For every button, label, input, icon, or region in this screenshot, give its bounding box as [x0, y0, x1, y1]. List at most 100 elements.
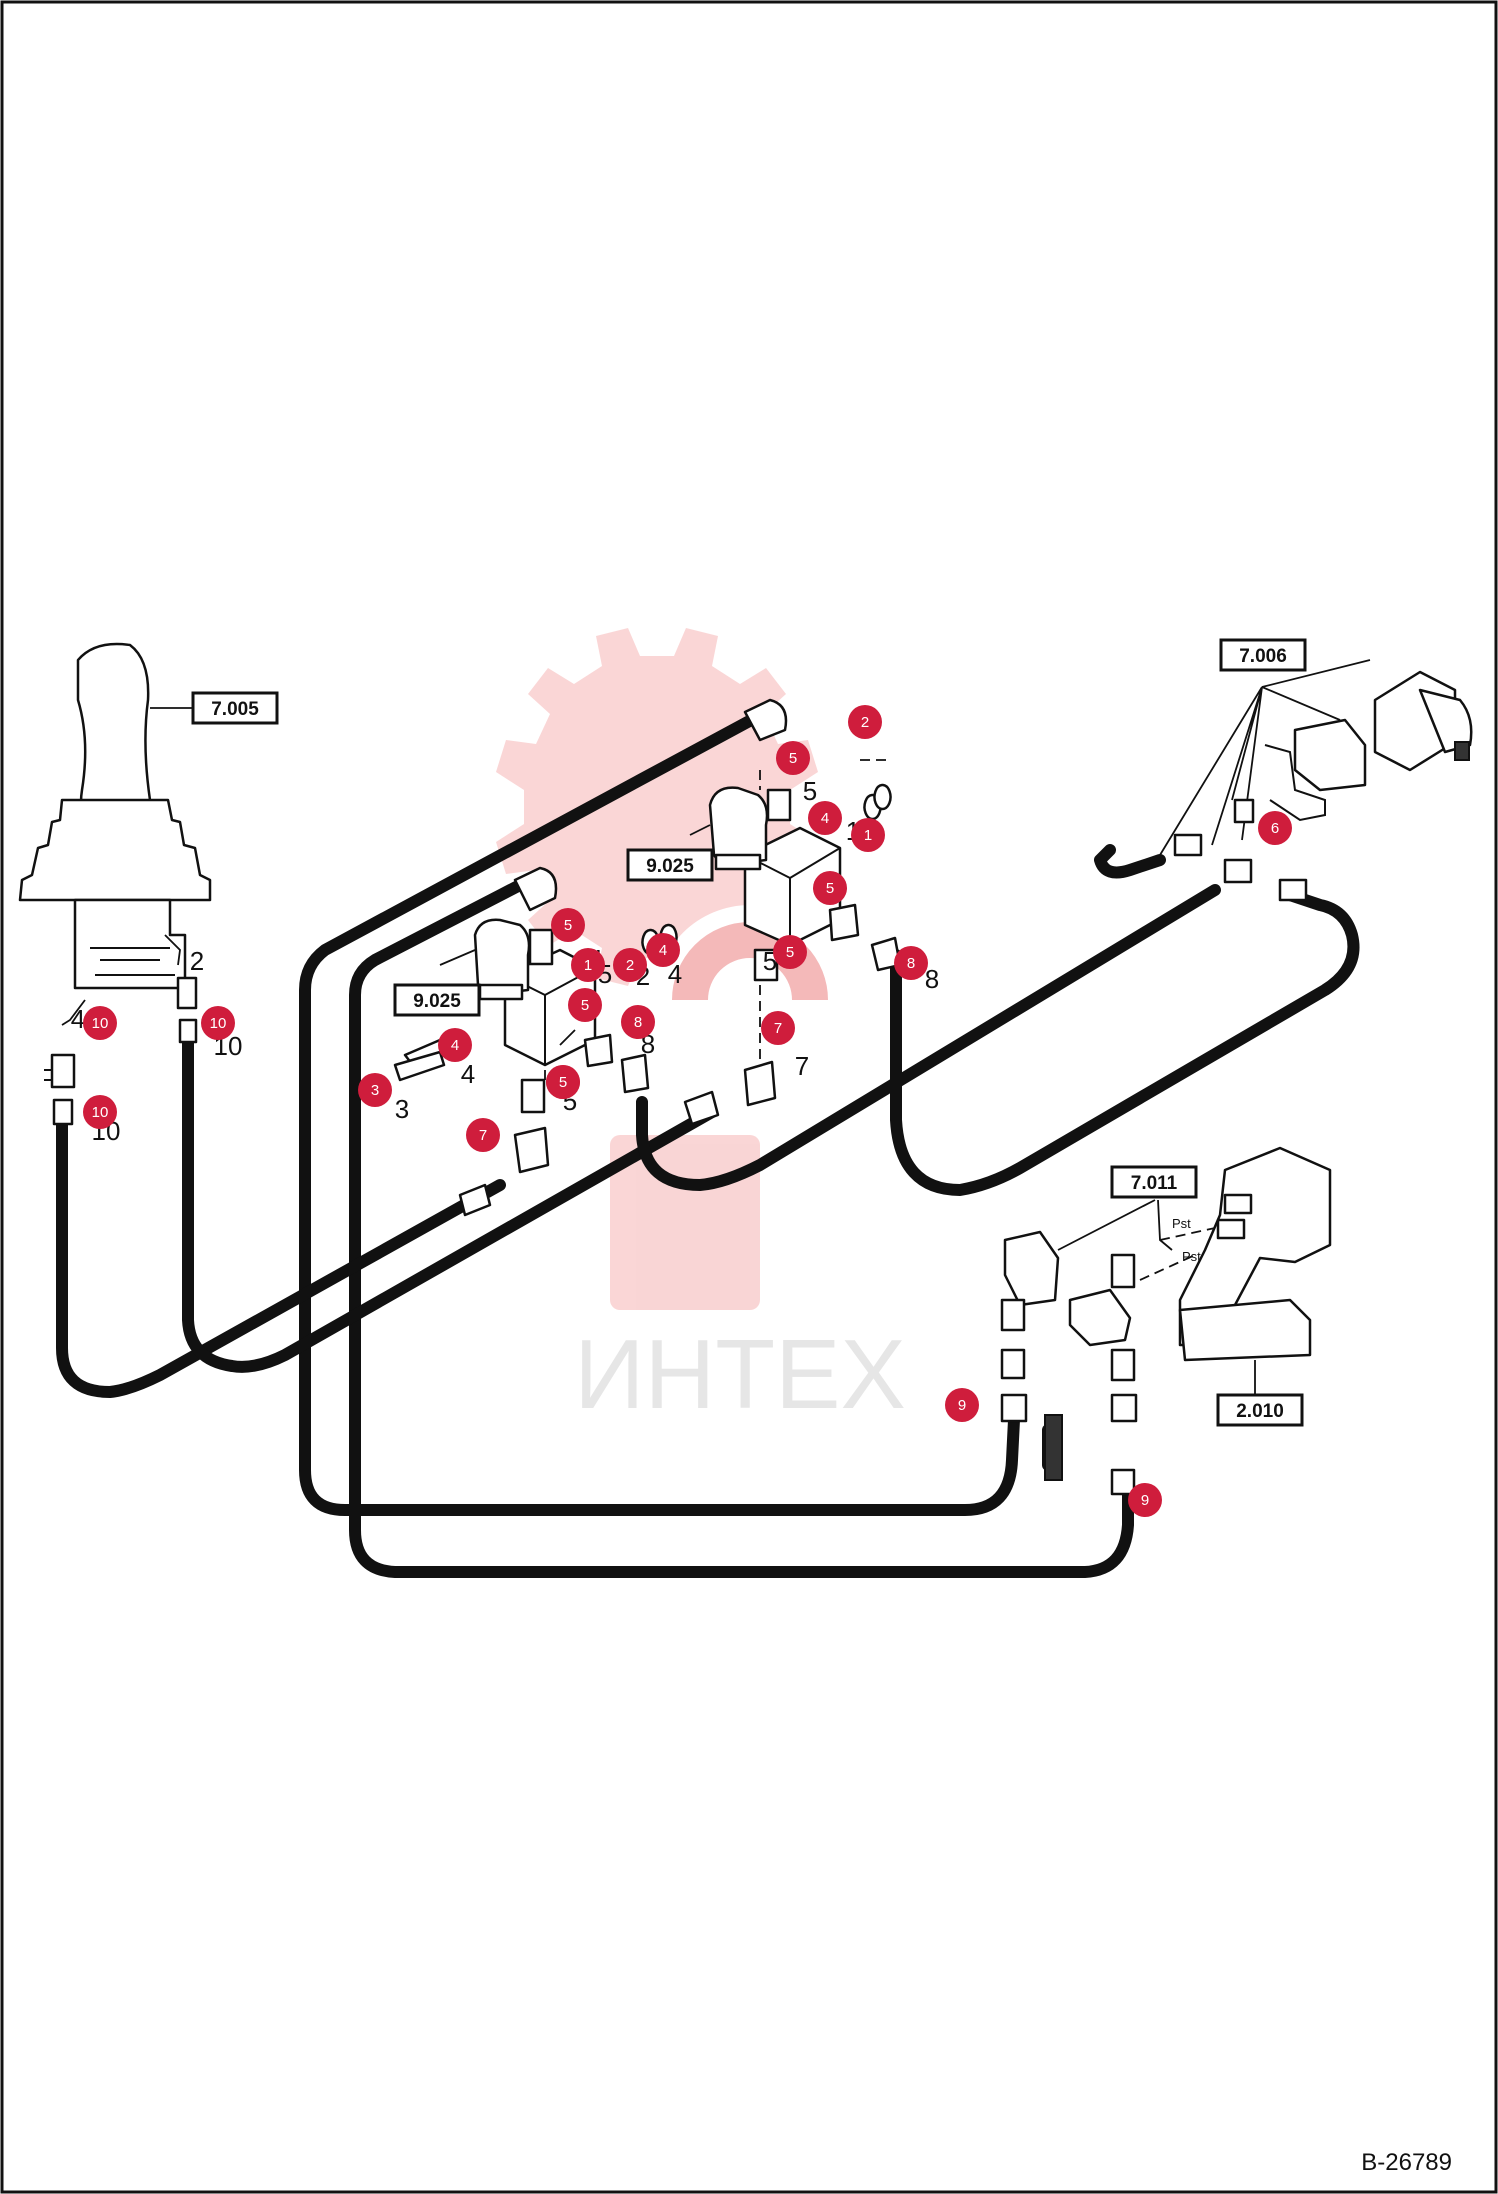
pn-4-b: 4 — [668, 959, 682, 989]
callout-badge-5: 5 — [773, 935, 807, 969]
solenoid-right-cap — [714, 853, 762, 871]
fitting-stack-right-b — [1110, 1348, 1136, 1382]
ref-7005-box — [191, 691, 279, 725]
fitting-tee-right — [1068, 1288, 1132, 1347]
pn-2: 2 — [190, 946, 204, 976]
elbow-top — [743, 698, 788, 742]
callout-badge-circle — [571, 948, 605, 982]
pn-8-b: 8 — [925, 964, 939, 994]
ref-7006-label: 7.006 — [1239, 646, 1287, 667]
joystick-base — [73, 898, 187, 990]
fitting-5-side — [583, 1033, 614, 1068]
callout-badge-10: 10 — [83, 1006, 117, 1040]
ref-2010-label: 2.010 — [1236, 1401, 1284, 1422]
callout-badge-6: 6 — [1258, 811, 1292, 845]
elbow-7-right — [743, 1060, 777, 1107]
hose-joystick-right — [182, 1024, 718, 1373]
callout-badge-circle — [1128, 1483, 1162, 1517]
fitting-3 — [393, 1050, 446, 1082]
callout-badge-5: 5 — [813, 871, 847, 905]
reference-boxes: 7.005 7.006 9.025 9.025 7.011 2.010 — [150, 638, 1307, 1427]
fitting-7006-hose-coil — [1094, 844, 1166, 879]
hose-right-loop — [890, 889, 1360, 1196]
pn-4-c: 4 — [461, 1059, 475, 1089]
callout-badge-5: 5 — [551, 908, 585, 942]
callout-badges: 1010105124558435754125578699 — [83, 705, 1292, 1517]
callout-badge-circle — [621, 1005, 655, 1039]
pn-3: 3 — [395, 1094, 409, 1124]
fitting-7006-b — [1223, 858, 1253, 884]
callout-badge-circle — [466, 1118, 500, 1152]
callout-badge-label: 10 — [92, 1104, 109, 1121]
ref-7005-label: 7.005 — [211, 699, 259, 720]
hose-outer-loop-a — [299, 712, 1020, 1516]
callout-badge-8: 8 — [621, 1005, 655, 1039]
callout-badge-10: 10 — [83, 1095, 117, 1129]
callout-badge-10: 10 — [201, 1006, 235, 1040]
ref-9025a-box — [626, 848, 714, 882]
fitting-5-mid — [753, 948, 779, 982]
callout-badge-label: 4 — [451, 1037, 459, 1054]
lead-7011 — [1057, 1199, 1173, 1251]
solenoid-left-cap — [478, 983, 524, 1001]
callout-badge-label: 8 — [634, 1014, 642, 1031]
fitting-5-top — [766, 788, 792, 822]
fitting-stack-right-d — [1110, 1468, 1136, 1496]
pn-4: 4 — [71, 1004, 85, 1034]
callout-badge-circle — [438, 1028, 472, 1062]
callout-badge-circle — [646, 933, 680, 967]
pump-base — [1178, 1298, 1312, 1362]
callout-badge-label: 5 — [786, 944, 794, 961]
pn-7: 7 — [795, 1051, 809, 1081]
fitting-5-left — [528, 928, 554, 966]
callout-badge-label: 5 — [581, 997, 589, 1014]
fitting-7006-c — [1278, 878, 1308, 902]
fitting-tee-left — [1003, 1230, 1060, 1307]
callout-badge-1: 1 — [571, 948, 605, 982]
callout-badge-label: 7 — [479, 1127, 487, 1144]
port-label-pst-1: Pst — [1172, 1216, 1191, 1231]
pump-fitting-a — [1223, 1193, 1253, 1215]
callout-badge-circle — [813, 871, 847, 905]
callout-badge-2: 2 — [848, 705, 882, 739]
watermark-text: ИНТЕХ — [574, 1319, 906, 1429]
valve-7006-bracket — [1264, 744, 1326, 822]
joystick-handle — [76, 642, 152, 827]
washer-4-top-b — [873, 783, 892, 811]
callout-badge-label: 8 — [907, 955, 915, 972]
callout-badge-label: 9 — [1141, 1492, 1149, 1509]
ref-2010-box — [1216, 1393, 1304, 1427]
callout-badge-label: 3 — [371, 1082, 379, 1099]
ref-7006-box — [1219, 638, 1307, 672]
pump-fitting-b — [1216, 1218, 1246, 1240]
valve-block-right — [689, 786, 842, 947]
valve-7006-knob — [1454, 741, 1470, 761]
hose-outer-loop-b — [349, 879, 1134, 1578]
callout-badge-4: 4 — [808, 801, 842, 835]
callout-badge-circle — [851, 818, 885, 852]
callout-badge-circle — [546, 1065, 580, 1099]
fitting-mid-hose-end — [683, 1090, 720, 1126]
solenoid-left — [473, 918, 531, 997]
callout-badge-label: 2 — [626, 957, 634, 974]
fitting-5-right — [828, 903, 860, 942]
callout-badge-label: 7 — [774, 1020, 782, 1037]
fitting-8-left — [620, 1053, 650, 1094]
control-valve-7006 — [1094, 659, 1473, 902]
joystick-fitting-left-bolt — [44, 1069, 52, 1081]
callout-badge-5: 5 — [776, 741, 810, 775]
document-id: B-26789 — [1361, 2149, 1452, 2176]
hose-joystick-left — [56, 1102, 506, 1398]
joystick-fitting-right-nut — [178, 1018, 198, 1044]
callout-badge-7: 7 — [466, 1118, 500, 1152]
joystick-fitting-left-nut — [52, 1098, 74, 1126]
callout-badge-label: 10 — [210, 1015, 227, 1032]
callout-badge-label: 4 — [821, 810, 829, 827]
fittings-center — [393, 698, 902, 1217]
joystick-lead-4 — [61, 999, 86, 1026]
valve-left-lines — [439, 949, 576, 1046]
fitting-stack-left-c — [1000, 1393, 1028, 1423]
joystick-fitting-right — [176, 976, 198, 1010]
